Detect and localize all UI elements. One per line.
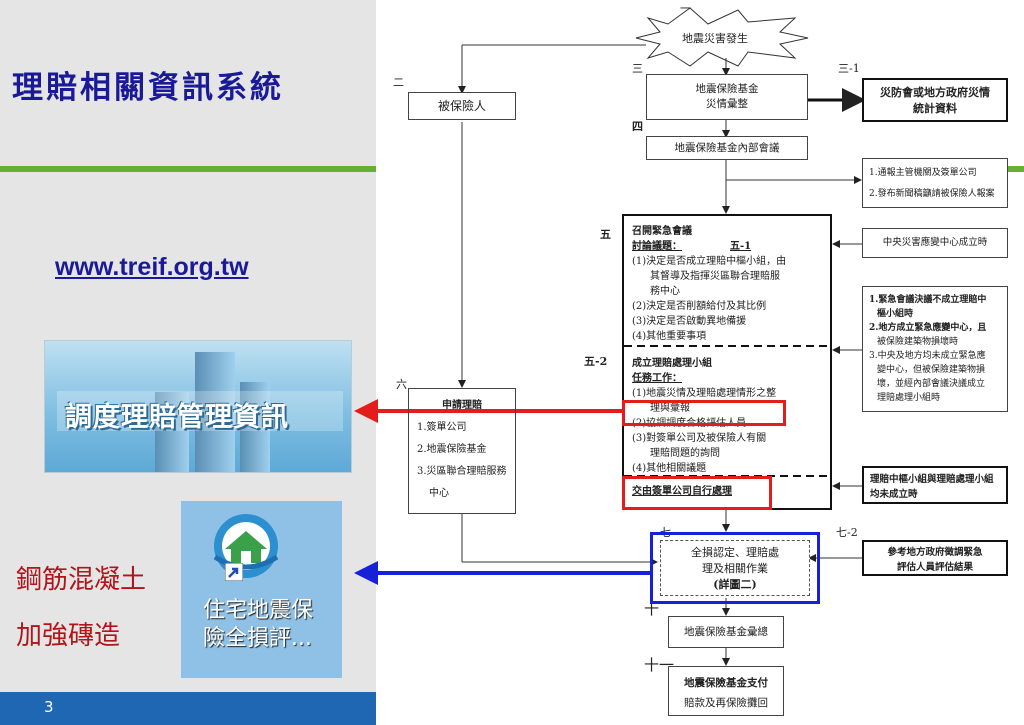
loss-assessment-box: 全損認定、理賠處 理及相關作業 (詳圖二) (660, 540, 810, 596)
highlight-loss-assessment (650, 532, 820, 604)
house-logo-icon (213, 514, 279, 578)
notify-box: 1.通報主管機關及簽單公司 2.發布新聞稿籲請被保險人報案 (862, 158, 1008, 208)
emergency-meeting-box: 召開緊急會議 討論議題：五-1 (1)決定是否成立理賠中樞小組，由 其督導及指揮… (622, 214, 832, 510)
internal-meeting-box: 地震保險基金內部會議 (646, 136, 808, 160)
ref-gov-box: 參考地方政府徵調緊急 評估人員評估結果 (862, 540, 1008, 576)
slide-title: 理賠相關資訊系統 (12, 70, 284, 106)
apply-claim-box: 申請理賠 1.簽單公司 2.地震保險基金 3.災區聯合理賠服務 中心 (408, 388, 516, 514)
fund-summary-box: 地震保險基金彙總 (668, 616, 784, 648)
brick-structure-label: 加強磚造 (16, 621, 121, 651)
highlight-self-handle (622, 476, 772, 510)
no-group-box: 理賠中樞小組與理賠處理小組 均未成立時 (862, 466, 1008, 504)
step-10-label: 十 (644, 600, 660, 618)
step-3-1-label: 三-1 (838, 62, 860, 75)
claims-dispatch-system-banner[interactable]: 調度理賠管理資訊 (44, 340, 352, 473)
building-graphic (195, 352, 235, 472)
banner-bar (57, 391, 343, 431)
conditions-box: 1.緊急會議決議不成立理賠中 樞小組時 2.地方成立緊急應變中心，且 被保險建築… (862, 286, 1008, 412)
step-6-label: 六 (396, 378, 407, 391)
shortcut-arrow-icon (225, 563, 243, 581)
banner-text: 調度理賠管理資訊 (65, 402, 289, 433)
insured-box: 被保險人 (408, 92, 516, 120)
building-graphic (240, 382, 270, 472)
highlight-coordinate-assessors (622, 400, 786, 426)
page-number: 3 (44, 698, 54, 716)
gov-stats-box: 災防會或地方政府災情 統計資料 (862, 78, 1008, 122)
meeting-topic: 討論議題：五-1 (632, 241, 752, 252)
fund-pay-box: 地震保險基金支付 賠款及再保險攤回 (668, 666, 784, 716)
green-divider (0, 166, 376, 172)
building-graphic (155, 392, 189, 472)
central-center-box: 中央災害應變中心成立時 (862, 228, 1008, 258)
step-4-label: 四 (632, 120, 643, 133)
step-1-label: 一 (680, 2, 691, 15)
app-label: 住宅地震保 險全損評... (203, 598, 314, 651)
step-7-2-label: 七-2 (836, 526, 858, 539)
step-5-2-label: 五-2 (584, 355, 608, 368)
website-link[interactable]: www.treif.org.tw (55, 253, 249, 281)
disaster-burst-shape (635, 7, 809, 67)
disaster-occurs-node: 地震災害發生 (682, 32, 748, 45)
earthquake-loss-assessment-app-icon[interactable]: 住宅地震保 險全損評... (181, 501, 342, 678)
fund-collect-box: 地震保險基金 災情彙整 (646, 74, 808, 120)
bottom-bar (0, 692, 376, 725)
green-divider-right (1008, 166, 1024, 172)
step-2-label: 二 (393, 76, 404, 89)
step-5-label: 五 (600, 228, 611, 241)
step-11-label: 十一 (644, 656, 675, 674)
rc-structure-label: 鋼筋混凝土 (16, 565, 147, 595)
step-3-label: 三 (632, 62, 643, 75)
